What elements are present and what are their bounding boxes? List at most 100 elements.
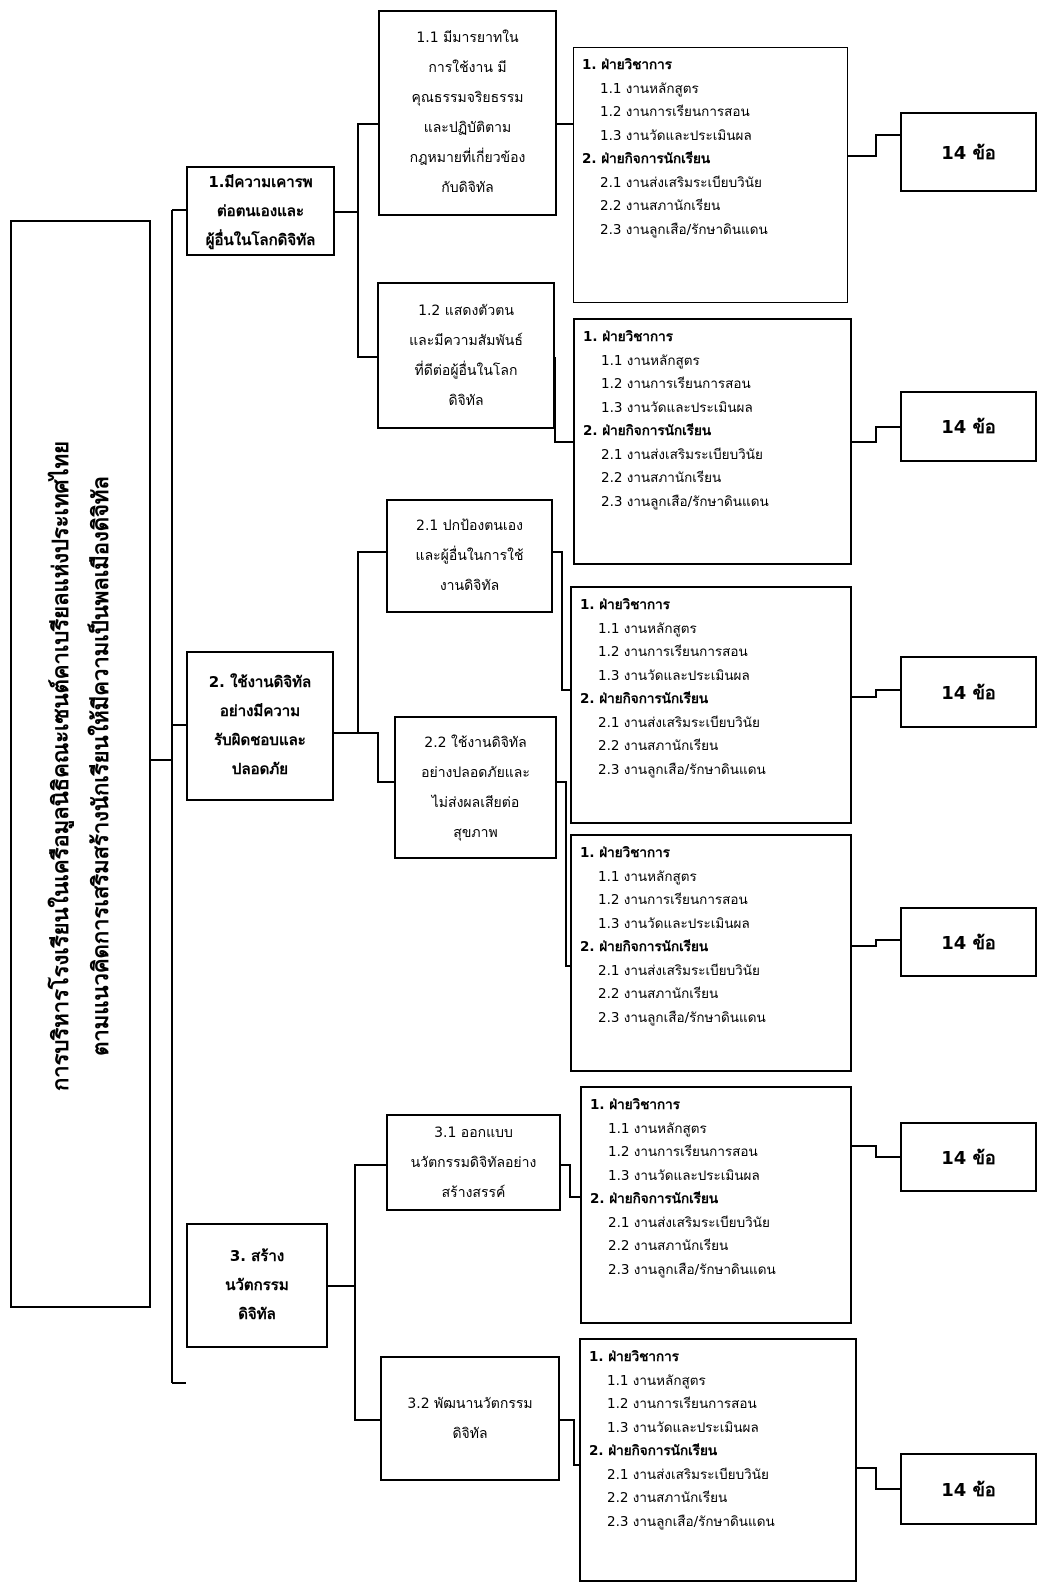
department-heading-student-affairs: 2. ฝ่ายกิจการนักเรียน [590,1191,719,1207]
department-item: 2.1 งานส่งเสริมระเบียบวินัย [607,1466,769,1483]
subdimension-3-2-line-1: 3.2 พัฒนานวัตกรรม [407,1395,533,1412]
department-heading-academic: 1. ฝ่ายวิชาการ [583,329,673,345]
department-box-5: 1. ฝ่ายวิชาการ 1.1 งานหลักสูตร 1.2 งานกา… [580,1086,852,1324]
department-item: 2.2 งานสภานักเรียน [607,1490,728,1506]
subdimension-1-1-line-2: การใช้งาน มี [428,60,507,76]
department-heading-academic: 1. ฝ่ายวิชาการ [582,57,672,73]
department-item: 2.3 งานลูกเสือ/รักษาดินแดน [598,1009,766,1026]
department-item: 1.1 งานหลักสูตร [607,1372,706,1389]
subdimension-3-2-line-2: ดิจิทัล [452,1425,488,1442]
count-box-5: 14 ข้อ [900,1122,1037,1192]
dimension-1-line-1: 1.มีความเคารพ [208,172,313,191]
subdimension-3-2-box: 3.2 พัฒนานวัตกรรม ดิจิทัล [380,1356,560,1481]
department-box-4: 1. ฝ่ายวิชาการ 1.1 งานหลักสูตร 1.2 งานกา… [570,834,852,1072]
subdimension-1-2-box: 1.2 แสดงตัวตน และมีความสัมพันธ์ ที่ดีต่อ… [377,282,555,429]
root-title-line-2: ตามแนวคิดการเสริมสร้างนักเรียนให้มีความเ… [89,476,114,1056]
subdimension-1-2-line-1: 1.2 แสดงตัวตน [418,302,514,319]
dimension-2-line-2: อย่างมีความ [219,702,301,720]
count-label-5: 14 ข้อ [941,1147,996,1169]
subdimension-2-2-box: 2.2 ใช้งานดิจิทัล อย่างปลอดภัยและ ไม่ส่ง… [394,716,557,859]
department-item: 1.1 งานหลักสูตร [598,620,697,637]
department-item: 1.3 งานวัดและประเมินผล [600,127,752,144]
count-box-3: 14 ข้อ [900,656,1037,728]
department-heading-student-affairs: 2. ฝ่ายกิจการนักเรียน [589,1443,718,1459]
dimension-3-line-1: 3. สร้าง [229,1247,285,1265]
department-heading-student-affairs: 2. ฝ่ายกิจการนักเรียน [582,151,711,167]
department-item: 1.1 งานหลักสูตร [598,868,697,885]
department-item: 2.1 งานส่งเสริมระเบียบวินัย [598,962,760,979]
department-item: 1.2 งานการเรียนการสอน [608,1144,758,1160]
subdimension-1-1-line-1: 1.1 มีมารยาทใน [416,30,519,46]
subdimension-1-2-line-3: ที่ดีต่อผู้อื่นในโลก [414,362,518,379]
department-heading-student-affairs: 2. ฝ่ายกิจการนักเรียน [580,691,709,707]
department-item: 1.3 งานวัดและประเมินผล [598,915,750,932]
department-item: 2.3 งานลูกเสือ/รักษาดินแดน [600,221,768,238]
department-heading-academic: 1. ฝ่ายวิชาการ [590,1097,680,1113]
subdimension-3-1-line-2: นวัตกรรมดิจิทัลอย่าง [410,1154,537,1171]
department-item: 1.1 งานหลักสูตร [608,1120,707,1137]
department-item: 1.2 งานการเรียนการสอน [607,1396,757,1412]
dimension-1-line-3: ผู้อื่นในโลกดิจิทัล [205,230,316,249]
dimension-2-line-1: 2. ใช้งานดิจิทัล [208,673,312,691]
subdimension-1-1-line-6: กับดิจิทัล [441,180,494,196]
subdimension-2-2-line-4: สุขภาพ [453,824,498,841]
subdimension-2-2-line-2: อย่างปลอดภัยและ [421,764,530,781]
dimension-1-box: 1.มีความเคารพ ต่อตนเองและ ผู้อื่นในโลกดิ… [186,166,335,256]
subdimension-3-1-box: 3.1 ออกแบบ นวัตกรรมดิจิทัลอย่าง สร้างสรร… [386,1114,561,1211]
subdimension-1-1-line-3: คุณธรรมจริยธรรม [411,90,524,106]
department-item: 1.2 งานการเรียนการสอน [601,376,751,392]
count-label-1: 14 ข้อ [941,142,996,164]
department-item: 2.3 งานลูกเสือ/รักษาดินแดน [608,1261,776,1278]
department-heading-academic: 1. ฝ่ายวิชาการ [580,845,670,861]
department-item: 1.3 งานวัดและประเมินผล [601,399,753,416]
count-label-3: 14 ข้อ [941,682,996,704]
department-item: 2.2 งานสภานักเรียน [608,1238,729,1254]
department-item: 1.3 งานวัดและประเมินผล [607,1419,759,1436]
dimension-2-line-3: รับผิดชอบและ [214,731,306,749]
department-box-6: 1. ฝ่ายวิชาการ 1.1 งานหลักสูตร 1.2 งานกา… [579,1338,857,1582]
subdimension-2-2-line-3: ไม่ส่งผลเสียต่อ [431,794,520,811]
department-item: 2.2 งานสภานักเรียน [598,986,719,1002]
count-box-2: 14 ข้อ [900,391,1037,462]
subdimension-1-1-line-5: กฎหมายที่เกี่ยวข้อง [409,150,526,166]
department-item: 1.2 งานการเรียนการสอน [598,892,748,908]
count-box-4: 14 ข้อ [900,907,1037,977]
department-item: 1.2 งานการเรียนการสอน [598,644,748,660]
subdimension-1-1-line-4: และปฏิบัติตาม [423,120,512,136]
department-item: 2.2 งานสภานักเรียน [598,738,719,754]
count-box-1: 14 ข้อ [900,112,1037,192]
department-box-3: 1. ฝ่ายวิชาการ 1.1 งานหลักสูตร 1.2 งานกา… [570,586,852,824]
department-item: 1.3 งานวัดและประเมินผล [598,667,750,684]
dimension-2-box: 2. ใช้งานดิจิทัล อย่างมีความ รับผิดชอบแล… [186,651,334,801]
department-box-2: 1. ฝ่ายวิชาการ 1.1 งานหลักสูตร 1.2 งานกา… [573,318,852,565]
subdimension-2-1-line-1: 2.1 ปกป้องตนเอง [416,518,523,534]
subdimension-1-1-box: 1.1 มีมารยาทใน การใช้งาน มี คุณธรรมจริยธ… [378,10,557,216]
department-item: 1.1 งานหลักสูตร [601,352,700,369]
count-label-2: 14 ข้อ [941,417,996,438]
root-title-line-1: การบริหารโรงเรียนในเครือมูลนิธิคณะเซนต์ค… [49,441,74,1092]
count-label-4: 14 ข้อ [941,932,996,954]
dimension-3-box: 3. สร้าง นวัตกรรม ดิจิทัล [186,1223,328,1348]
department-item: 2.1 งานส่งเสริมระเบียบวินัย [601,446,763,463]
dimension-2-line-4: ปลอดภัย [231,760,289,778]
subdimension-2-1-line-3: งานดิจิทัล [439,578,500,594]
dimension-3-line-3: ดิจิทัล [238,1305,276,1323]
count-box-6: 14 ข้อ [900,1453,1037,1525]
subdimension-3-1-line-3: สร้างสรรค์ [441,1184,506,1201]
department-heading-student-affairs: 2. ฝ่ายกิจการนักเรียน [580,939,709,955]
department-item: 2.2 งานสภานักเรียน [600,198,721,214]
count-label-6: 14 ข้อ [941,1479,996,1501]
department-heading-academic: 1. ฝ่ายวิชาการ [589,1349,679,1365]
department-item: 1.2 งานการเรียนการสอน [600,104,750,120]
dimension-1-line-2: ต่อตนเองและ [216,201,305,220]
department-box-1: 1. ฝ่ายวิชาการ 1.1 งานหลักสูตร 1.2 งานกา… [573,47,848,303]
department-item: 2.1 งานส่งเสริมระเบียบวินัย [608,1214,770,1231]
department-item: 2.2 งานสภานักเรียน [601,470,722,486]
department-item: 2.3 งานลูกเสือ/รักษาดินแดน [598,761,766,778]
department-item: 2.3 งานลูกเสือ/รักษาดินแดน [607,1513,775,1530]
dimension-3-line-2: นวัตกรรม [225,1276,289,1294]
subdimension-1-2-line-4: ดิจิทัล [448,392,484,409]
root-title: การบริหารโรงเรียนในเครือมูลนิธิคณะเซนต์ค… [42,226,122,1306]
